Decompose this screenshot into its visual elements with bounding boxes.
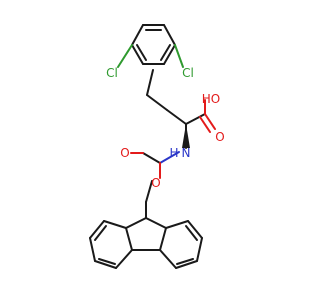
dichlorophenyl-ring — [131, 24, 176, 65]
alkyl-chain — [146, 69, 187, 149]
carboxylic-acid — [185, 99, 216, 133]
acid-oxygen-label: O — [215, 130, 224, 144]
stereo-wedge — [182, 124, 190, 148]
carbamate-oxygen-label: O — [120, 146, 129, 160]
carbamate — [130, 151, 180, 203]
structure-diagram: Cl Cl HO O N H O O — [89, 24, 225, 269]
chlorine-left-label: Cl — [106, 66, 118, 80]
hydroxyl-label: HO — [202, 92, 220, 106]
fluorenyl-group — [89, 201, 203, 269]
amide-hydrogen-label: H — [169, 146, 178, 160]
ester-oxygen-label: O — [151, 176, 160, 190]
amide-nitrogen-label: N — [182, 146, 191, 160]
bond-c-cl-left — [117, 44, 133, 68]
chlorine-right-label: Cl — [182, 66, 194, 80]
bond-c-cl-right — [174, 44, 184, 68]
